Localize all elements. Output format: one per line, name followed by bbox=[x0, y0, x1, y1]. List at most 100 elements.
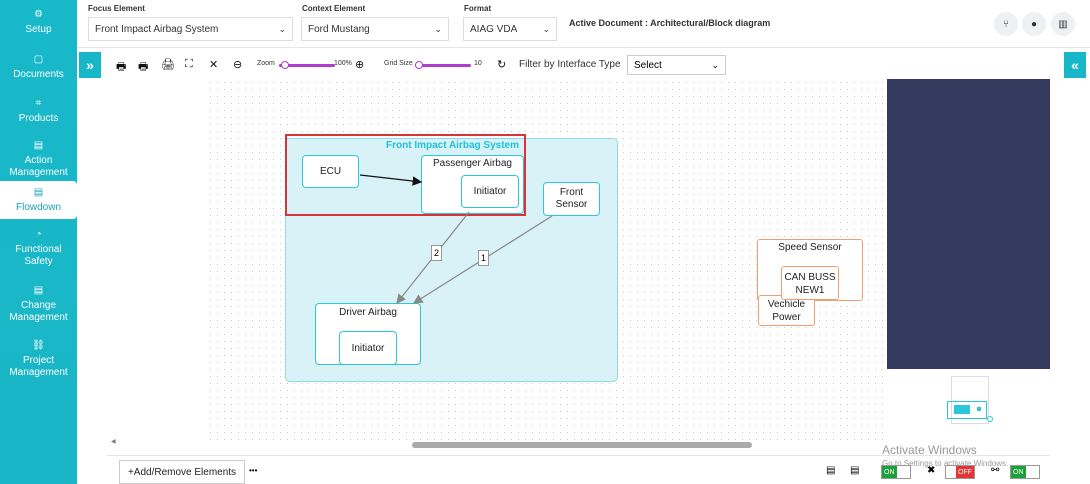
diagram-toolbar: 🖶 🖶 🖨 ⛶ ✕ ⊖ Zoom 100% ⊕ Grid Size 10 ↻ F… bbox=[107, 52, 1050, 78]
activate-windows-title: Activate Windows bbox=[882, 443, 977, 457]
fit-screen-icon[interactable]: ✕ bbox=[209, 59, 219, 71]
focus-element-value: Front Impact Airbag System bbox=[95, 23, 219, 35]
toggle-on-label: ON bbox=[1011, 466, 1026, 478]
toggle-3[interactable]: ON bbox=[1010, 465, 1040, 479]
active-document-label: Active Document : Architectural/Block di… bbox=[569, 18, 771, 28]
initiator-node-1[interactable]: Initiator bbox=[461, 175, 519, 208]
driver-airbag-label: Driver Airbag bbox=[339, 307, 397, 318]
gears-icon: ⚙ bbox=[34, 8, 43, 20]
initiator-label: Initiator bbox=[351, 342, 385, 354]
toggle-1[interactable]: ON bbox=[881, 465, 911, 479]
sidebar-item-setup[interactable]: ⚙ Setup bbox=[0, 0, 77, 44]
passenger-airbag-label: Passenger Airbag bbox=[433, 158, 512, 169]
minimap-dot bbox=[977, 407, 981, 411]
building-icon: ▤ bbox=[33, 186, 44, 198]
ecu-node[interactable]: ECU bbox=[302, 155, 359, 188]
system-container-title: Front Impact Airbag System bbox=[386, 140, 519, 151]
document-icon[interactable]: ▤ bbox=[826, 465, 836, 476]
sidebar-item-label: Documents bbox=[13, 69, 64, 80]
chart-button[interactable]: ▥ bbox=[1051, 12, 1075, 36]
sidebar-item-label: Functional Safety bbox=[15, 243, 62, 267]
chevron-down-icon: ⌄ bbox=[711, 59, 719, 70]
sidebar-item-flowdown[interactable]: ▤ Flowdown bbox=[0, 181, 77, 219]
horizontal-scrollbar[interactable] bbox=[412, 442, 752, 448]
minimap-viewport[interactable] bbox=[951, 376, 989, 424]
document-icon[interactable]: ▤ bbox=[850, 465, 860, 476]
front-sensor-node[interactable]: Front Sensor bbox=[543, 182, 600, 216]
sidebar-item-documents[interactable]: ▢ Documents bbox=[0, 44, 77, 91]
sidebar-item-label: Flowdown bbox=[15, 201, 62, 213]
focus-element-select[interactable]: Front Impact Airbag System ⌄ bbox=[88, 17, 293, 41]
grid-size-label: Grid Size bbox=[384, 60, 413, 67]
ecu-label: ECU bbox=[319, 166, 342, 177]
drop-icon: ● bbox=[1030, 18, 1038, 30]
chevron-down-icon: ⌄ bbox=[434, 23, 442, 34]
network-icon: ⛓ bbox=[32, 339, 45, 351]
export-icon[interactable]: 🖶 bbox=[116, 61, 127, 73]
edge-label-1[interactable]: 1 bbox=[478, 250, 489, 266]
gauge-icon: ◔ bbox=[35, 228, 42, 240]
unlink-icon[interactable]: ⚯ bbox=[991, 465, 1000, 476]
document-icon: ▢ bbox=[33, 54, 44, 65]
branch-button[interactable]: ⑂ bbox=[994, 12, 1018, 36]
tools-icon[interactable]: ✖ bbox=[927, 465, 936, 476]
sidebar: ⚙ Setup ▢ Documents ⌗ Products ▤ Action … bbox=[0, 0, 77, 484]
focus-element-label: Focus Element bbox=[88, 4, 145, 13]
expand-right-button[interactable]: « bbox=[1064, 52, 1086, 78]
vehicle-power-node[interactable]: Vechicle Power bbox=[758, 295, 815, 326]
drop-button[interactable]: ● bbox=[1022, 12, 1046, 36]
front-sensor-label: Front Sensor bbox=[555, 187, 588, 210]
canvas-margin bbox=[107, 79, 207, 440]
grid-size-slider-handle[interactable] bbox=[415, 61, 423, 69]
zoom-slider-handle[interactable] bbox=[281, 61, 289, 69]
add-remove-elements-button[interactable]: +Add/Remove Elements bbox=[119, 460, 245, 484]
grid-size-value: 10 bbox=[474, 60, 482, 67]
diagram-canvas[interactable]: Front Impact Airbag System ECU Passenger… bbox=[107, 79, 887, 445]
sidebar-item-change-management[interactable]: ▤ Change Management bbox=[0, 277, 77, 331]
grid-size-slider[interactable] bbox=[415, 64, 471, 67]
minimap-block bbox=[954, 405, 970, 414]
format-select[interactable]: AIAG VDA ⌄ bbox=[463, 17, 557, 41]
driver-airbag-node[interactable]: Driver Airbag Initiator bbox=[315, 303, 421, 365]
toggle-2[interactable]: OFF bbox=[945, 465, 975, 479]
sidebar-item-action-management[interactable]: ▤ Action Management bbox=[0, 131, 77, 181]
zoom-slider[interactable] bbox=[279, 64, 335, 67]
overview-panel bbox=[887, 79, 1050, 369]
double-chevron-right-icon: » bbox=[86, 57, 94, 73]
sidebar-item-functional-safety[interactable]: ◔ Functional Safety bbox=[0, 219, 77, 277]
sidebar-item-project-management[interactable]: ⛓ Project Management bbox=[0, 331, 77, 387]
scroll-left-arrow[interactable]: ◀ bbox=[111, 439, 116, 445]
minimap[interactable] bbox=[887, 370, 1050, 440]
bar-chart-icon: ▥ bbox=[1058, 18, 1068, 30]
initiator-node-2[interactable]: Initiator bbox=[339, 331, 397, 365]
format-value: AIAG VDA bbox=[470, 23, 518, 35]
edge-label-2[interactable]: 2 bbox=[431, 245, 442, 261]
format-label: Format bbox=[464, 4, 492, 13]
passenger-airbag-node[interactable]: Passenger Airbag Initiator bbox=[421, 155, 524, 214]
activate-windows-subtitle: Go to Settings to activate Windows. bbox=[882, 459, 1009, 468]
zoom-in-icon[interactable]: ⊕ bbox=[355, 59, 365, 71]
zoom-value: 100% bbox=[334, 60, 352, 67]
zoom-out-icon[interactable]: ⊖ bbox=[233, 59, 243, 71]
chevron-down-icon: ⌄ bbox=[278, 23, 286, 34]
top-bar: Focus Element Front Impact Airbag System… bbox=[77, 0, 1090, 48]
sidebar-item-label: Action Management bbox=[9, 154, 68, 178]
double-chevron-left-icon: « bbox=[1071, 57, 1079, 73]
sidebar-item-products[interactable]: ⌗ Products bbox=[0, 91, 77, 131]
minimap-handle[interactable] bbox=[987, 416, 993, 422]
more-options-icon[interactable]: ••• bbox=[249, 466, 258, 475]
chevron-down-icon: ⌄ bbox=[542, 23, 550, 34]
expand-left-button[interactable]: » bbox=[79, 52, 101, 78]
export-pdf-icon[interactable]: 🖶 bbox=[138, 61, 149, 73]
print-icon[interactable]: 🖨 bbox=[161, 59, 175, 71]
refresh-icon[interactable]: ↻ bbox=[497, 59, 507, 71]
sidebar-item-label: Setup bbox=[25, 23, 52, 35]
sidebar-item-label: Project Management bbox=[9, 354, 68, 378]
fullscreen-icon[interactable]: ⛶ bbox=[185, 58, 193, 70]
can-buss-node[interactable]: CAN BUSS NEW1 bbox=[781, 266, 839, 300]
filter-label: Filter by Interface Type bbox=[519, 59, 621, 70]
interface-type-select[interactable]: Select ⌄ bbox=[627, 55, 726, 75]
minimap-selection bbox=[947, 401, 987, 419]
context-element-select[interactable]: Ford Mustang ⌄ bbox=[301, 17, 449, 41]
branch-icon: ⑂ bbox=[1003, 18, 1009, 30]
